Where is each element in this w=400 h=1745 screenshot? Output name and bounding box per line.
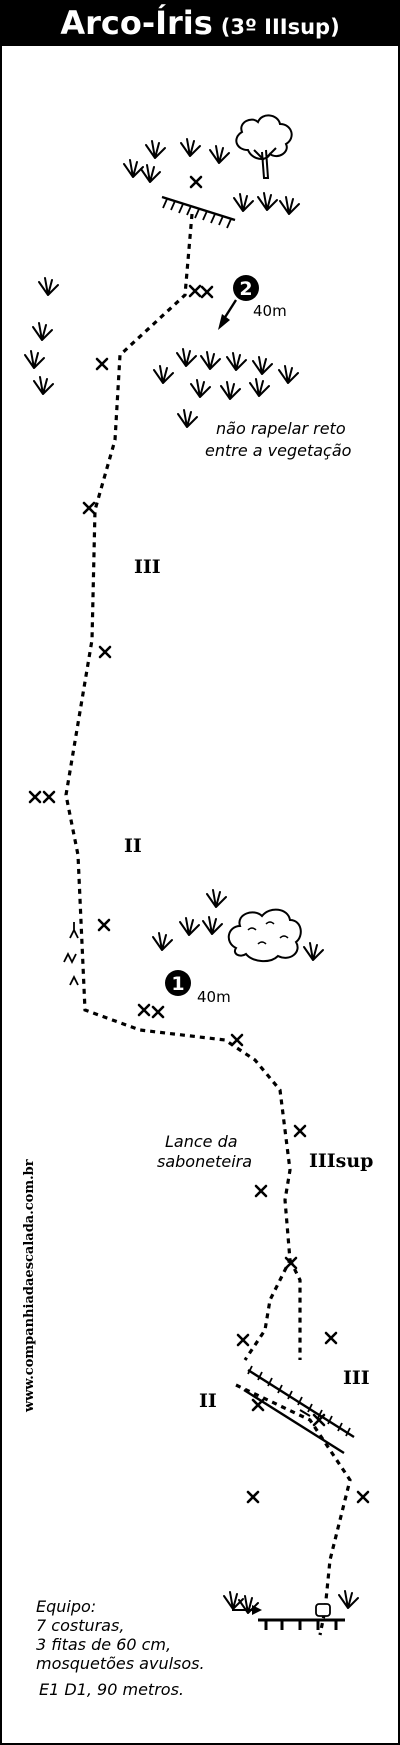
belay-1-number: 1: [171, 973, 184, 995]
grade-crux: IIIsup: [309, 1150, 374, 1172]
grade-left-lower: II: [199, 1390, 217, 1412]
crux-note-line2: saboneteira: [157, 1152, 253, 1171]
grade-middle: II: [124, 835, 142, 857]
equipment-item: 3 fitas de 60 cm,: [36, 1635, 172, 1654]
start-block: [315, 1603, 331, 1617]
start-arrow-icon: [232, 1605, 262, 1615]
bush-icon: [227, 908, 302, 962]
route-grade: (3º IIIsup): [220, 15, 340, 39]
belay-2-number: 2: [239, 278, 252, 300]
title-bar: Arco-Íris (3º IIIsup): [0, 0, 400, 46]
tree-icon: [235, 114, 293, 179]
equipment-list: Equipo: 7 costuras, 3 fitas de 60 cm, mo…: [36, 1597, 205, 1699]
ground-line: [258, 1603, 345, 1630]
equipment-item: 7 costuras,: [36, 1616, 125, 1635]
equipment-heading: Equipo:: [36, 1597, 97, 1616]
grade-right-lower: III: [343, 1367, 370, 1389]
belay-1-distance: 40m: [197, 988, 231, 1006]
slab-feature: [243, 1365, 355, 1455]
roots-icon: [63, 922, 79, 986]
belay-2-distance: 40m: [253, 302, 287, 320]
equipment-item: mosquetões avulsos.: [36, 1654, 205, 1673]
rappel-note-line1: não rapelar reto: [216, 419, 346, 438]
rappel-note-line2: entre a vegetação: [205, 441, 352, 460]
route-line: [64, 213, 352, 1636]
top-anchor-ledge: [161, 195, 236, 229]
belay-1-marker: 1: [165, 970, 191, 996]
route-summary: E1 D1, 90 metros.: [39, 1680, 184, 1699]
route-name: Arco-Íris: [60, 4, 213, 42]
website-credit: www.companhiadaescalada.com.br: [22, 1159, 37, 1412]
bolts: [28, 175, 370, 1504]
crux-note-line1: Lance da: [165, 1132, 238, 1151]
vegetation: [24, 138, 359, 1614]
grade-upper: III: [134, 556, 161, 578]
belay-2-marker: 2: [218, 275, 259, 330]
